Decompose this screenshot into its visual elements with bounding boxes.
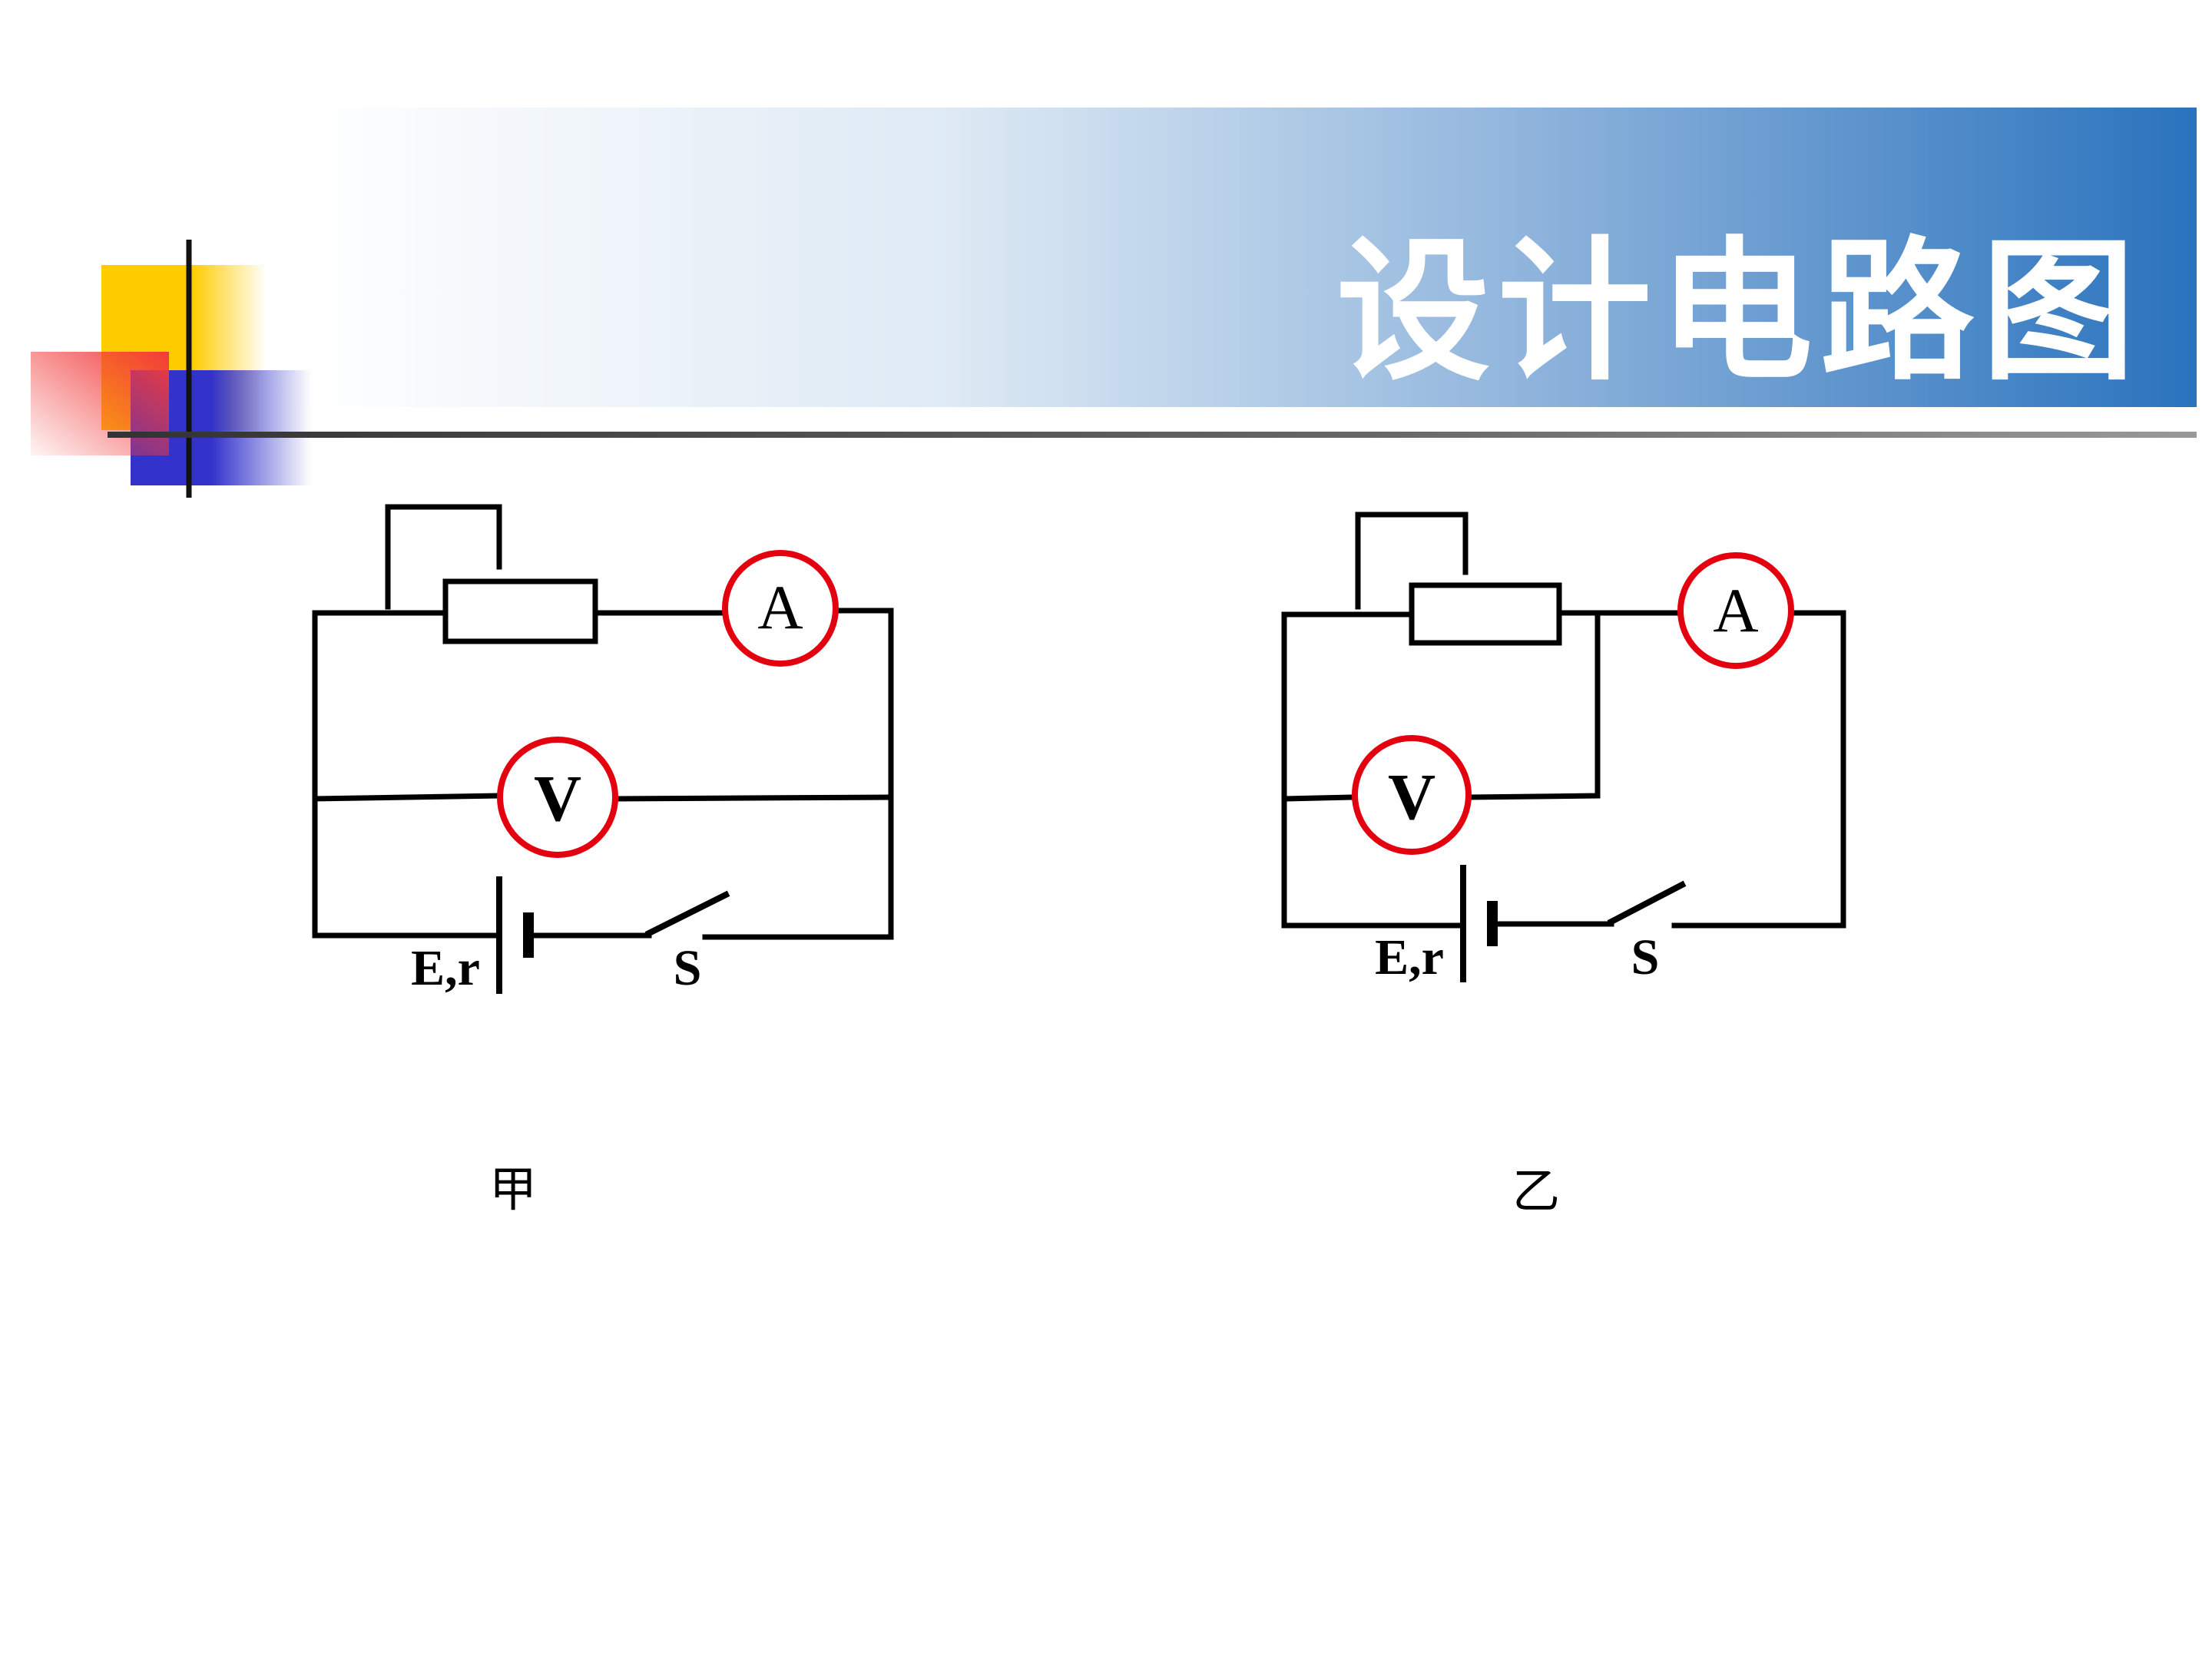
wire — [312, 793, 501, 802]
deco-red-square — [31, 352, 169, 455]
wire — [702, 608, 894, 940]
wire — [1281, 611, 1466, 929]
switch-label: S — [1631, 929, 1660, 985]
wire — [611, 794, 894, 802]
switch-label: S — [674, 940, 702, 996]
voltmeter-yi: V — [1352, 735, 1472, 855]
switch-blade — [1607, 880, 1687, 926]
wire — [1281, 794, 1356, 802]
battery-label: E,r — [1375, 929, 1444, 985]
voltmeter-label: V — [1388, 760, 1435, 833]
wire — [312, 610, 502, 939]
circuit-yi — [1281, 512, 1846, 982]
ammeter-label: A — [757, 572, 803, 642]
circuit-caption: 乙 — [1512, 1163, 1560, 1219]
switch-blade — [644, 890, 730, 938]
wire — [1671, 610, 1846, 929]
battery-label: E,r — [411, 940, 480, 996]
rheostat — [1409, 582, 1562, 646]
circuit-jia — [312, 504, 894, 994]
title-banner — [292, 108, 2197, 407]
ammeter-jia: A — [722, 550, 839, 667]
wire — [1467, 610, 1601, 800]
rheostat-slider-wire — [1355, 512, 1469, 610]
ammeter-yi: A — [1677, 552, 1794, 669]
voltmeter-label: V — [534, 761, 581, 835]
slide-title: 设计电路图 — [1336, 223, 2143, 402]
ammeter-label: A — [1713, 575, 1758, 645]
circuit-caption: 甲 — [489, 1161, 537, 1217]
rheostat — [442, 578, 598, 644]
rheostat-slider-wire — [385, 504, 502, 610]
corner-decoration — [31, 240, 2197, 498]
header-rule-line — [108, 432, 2197, 438]
voltmeter-jia: V — [497, 737, 618, 858]
